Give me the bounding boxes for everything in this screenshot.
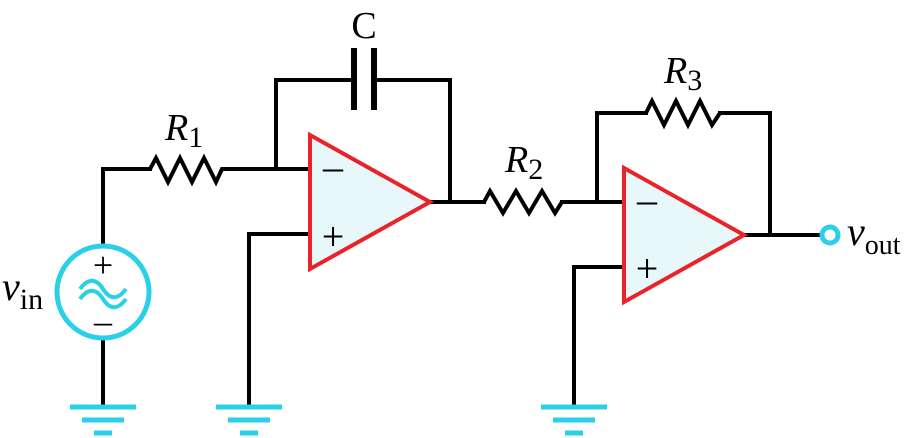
opamp-1-minus-label: – [322,144,344,189]
label-r3: R3 [663,50,702,97]
label-vout: vout [847,209,901,261]
output-terminal [819,224,841,246]
ac-source-plus-label: + [93,245,113,285]
label-r2: R2 [504,139,543,186]
ac-source-minus-label: – [93,301,113,341]
resistor-r1 [148,153,226,187]
ground-symbol-2 [216,404,282,436]
label-r1: R1 [164,107,203,154]
label-r2-main: R [504,139,528,181]
resistor-r2 [482,186,564,217]
label-r3-sub: 3 [687,64,702,97]
resistor-r3 [644,96,722,130]
wire-vin-to-r1 [101,167,152,247]
opamp-2: – + [622,164,749,306]
opamp-1-plus-label: + [322,214,345,259]
label-c: C [351,5,376,47]
label-vin: vin [2,264,43,316]
wire-feedback-c-left [274,78,356,171]
label-vout-main: v [847,209,865,254]
ground-symbol-3 [541,404,607,436]
opamp-2-plus-label: + [636,246,659,291]
opamp-1-body [308,131,435,273]
wire-opamp1-plus-to-ground [247,232,312,407]
label-r1-main: R [164,107,188,149]
wire-opamp2-plus-to-ground [572,265,626,407]
wire-feedback-r3-right [718,111,772,237]
ground-symbol-1 [70,404,136,436]
ac-voltage-source: + – [54,243,152,341]
ac-sine-icon [78,278,128,300]
wire-feedback-c-right [372,78,452,204]
opamp-2-body [622,164,749,306]
label-vin-sub: in [20,283,43,316]
wires [101,78,824,407]
ac-sine-icon-lower [78,288,128,310]
wire-feedback-r3-left [595,111,648,204]
label-vout-sub: out [865,230,901,261]
label-r3-main: R [663,50,687,92]
label-r2-sub: 2 [528,153,543,186]
opamp-2-minus-label: – [636,177,658,222]
label-vin-main: v [2,264,20,309]
label-r1-sub: 1 [188,121,203,154]
capacitor-c [351,48,377,110]
opamp-1: – + [308,131,435,273]
